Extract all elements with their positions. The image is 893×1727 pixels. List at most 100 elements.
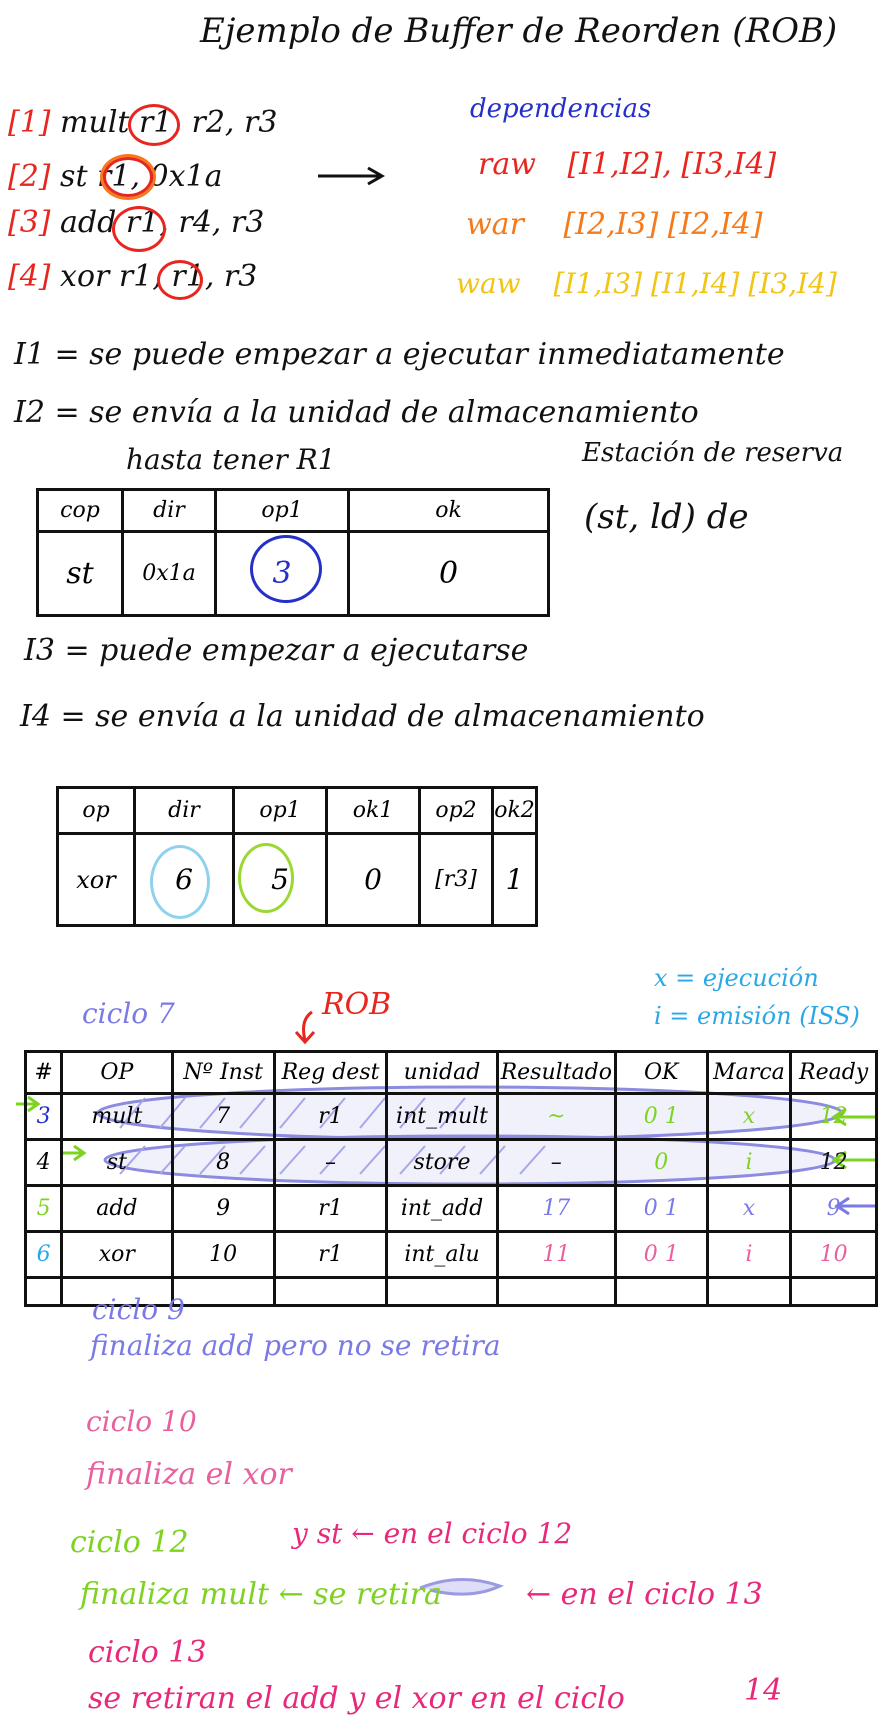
instruction-tag: [2]	[8, 159, 51, 194]
value-green-circle	[238, 843, 294, 913]
header-cell: ok1	[325, 786, 421, 835]
rob-cell: 3	[23, 1092, 64, 1141]
header-cell: dir	[133, 786, 235, 835]
cycle-12-store-note: y st ← en el ciclo 12	[292, 1517, 573, 1550]
table-cell: 0	[325, 832, 421, 927]
table-header-row: op dir op1 ok1 op2 ok2	[56, 786, 538, 835]
table-cell: [r3]	[418, 832, 494, 927]
note-i2-cont: hasta tener R1	[126, 443, 336, 476]
note-i3: I3 = puede empezar a ejecutarse	[24, 633, 529, 668]
rob-cell: r1	[272, 1184, 389, 1233]
rob-cell	[170, 1276, 276, 1307]
table-cell: 0	[347, 530, 550, 617]
rob-cell: 9	[170, 1184, 276, 1233]
rob-header-cell: Nº Inst	[170, 1050, 276, 1095]
cycle-9-note: finaliza add pero no se retira	[90, 1329, 501, 1362]
cycle-12-retire-note: ← en el ciclo 13	[526, 1577, 763, 1612]
rob-cell	[60, 1276, 174, 1307]
rob-cell: xor	[60, 1230, 174, 1279]
table-header-row: cop dir op1 ok	[36, 488, 550, 533]
rob-cell	[705, 1276, 793, 1307]
cycle-13-label: ciclo 13	[88, 1635, 207, 1670]
rob-cell: 9	[789, 1184, 878, 1233]
rob-cell	[23, 1276, 64, 1307]
instruction-tag: [4]	[8, 259, 51, 294]
rob-legend-execution: x = ejecución	[654, 964, 819, 992]
note-i1: I1 = se puede empezar a ejecutar inmedia…	[14, 337, 785, 372]
rob-cell: 4	[23, 1138, 64, 1187]
rob-cell: 0	[613, 1138, 709, 1187]
dependencies-heading: dependencias	[470, 94, 652, 124]
station-types: (st, ld) de	[584, 497, 749, 537]
cycle-10-label: ciclo 10	[86, 1405, 197, 1438]
rob-cell: 10	[170, 1230, 276, 1279]
value-blue-circle	[250, 535, 322, 603]
dependency-raw: raw [I1,I2], [I3,I4]	[478, 150, 776, 180]
rob-cell	[789, 1276, 878, 1307]
rob-header-cell: Resultado	[495, 1050, 617, 1095]
rob-cell: 5	[23, 1184, 64, 1233]
rob-cell: –	[272, 1138, 389, 1187]
header-cell: ok2	[491, 786, 538, 835]
rob-cell: 10	[789, 1230, 878, 1279]
table-cell: 1	[491, 832, 538, 927]
station-label: Estación de reserva	[582, 438, 844, 468]
r1-red-circle	[112, 206, 166, 252]
rob-cell: 8	[170, 1138, 276, 1187]
rob-cell: 0 1	[613, 1092, 709, 1141]
table-cell: st	[36, 530, 124, 617]
cycle-10-note: finaliza el xor	[86, 1457, 292, 1492]
cycle-12-label: ciclo 12	[70, 1525, 189, 1560]
header-cell: op	[56, 786, 136, 835]
rob-cell: 0 1	[613, 1230, 709, 1279]
rob-header-cell: Marca	[705, 1050, 793, 1095]
rob-cell: 6	[23, 1230, 64, 1279]
r1-red-circle	[103, 157, 153, 197]
header-cell: op1	[214, 488, 350, 533]
rob-cell: r1	[272, 1230, 389, 1279]
rob-header-cell: #	[23, 1050, 64, 1095]
rob-cell: r1	[272, 1092, 389, 1141]
rob-row	[23, 1276, 878, 1307]
cycle-13-note: se retiran el add y el xor en el ciclo	[88, 1681, 625, 1716]
page-title: Ejemplo de Buffer de Reorden (ROB)	[200, 11, 838, 51]
header-cell: op1	[232, 786, 328, 835]
rob-cycle-label: ciclo 7	[82, 997, 175, 1030]
dependency-label: waw	[456, 267, 521, 300]
rob-header-cell: Ready	[789, 1050, 878, 1095]
note-i4: I4 = se envía a la unidad de almacenamie…	[20, 699, 705, 734]
instruction-tag: [1]	[8, 105, 51, 140]
dependency-label: war	[466, 207, 524, 242]
rob-legend-issue: i = emisión (ISS)	[654, 1002, 860, 1030]
instruction-4: [4] xor r1, r1, r3	[8, 262, 257, 292]
header-cell: dir	[121, 488, 217, 533]
r1-red-circle	[157, 260, 203, 300]
r1-red-circle	[128, 104, 180, 146]
header-cell: cop	[36, 488, 124, 533]
rob-cell: ~	[495, 1092, 617, 1141]
dependency-label: raw	[478, 147, 536, 182]
dependency-value: [I1,I3] [I1,I4] [I3,I4]	[553, 267, 837, 300]
dependency-waw: waw [I1,I3] [I1,I4] [I3,I4]	[456, 270, 837, 298]
rob-cell: i	[705, 1138, 793, 1187]
table-cell: 0x1a	[121, 530, 217, 617]
rob-cell: int_mult	[385, 1092, 499, 1141]
rob-cell: x	[705, 1092, 793, 1141]
rob-cell: store	[385, 1138, 499, 1187]
rob-cell: int_add	[385, 1184, 499, 1233]
rob-header-cell: OK	[613, 1050, 709, 1095]
value-cyan-circle	[150, 845, 210, 919]
rob-cell: 12	[789, 1092, 878, 1141]
cycle-9-label: ciclo 9	[92, 1293, 185, 1326]
dependency-war: war [I2,I3] [I2,I4]	[466, 210, 763, 240]
rob-cell: 0 1	[613, 1184, 709, 1233]
cycle-12-mult-note: finaliza mult ← se retira	[80, 1577, 442, 1612]
rob-title: ROB	[322, 987, 392, 1022]
table-cell: xor	[56, 832, 136, 927]
